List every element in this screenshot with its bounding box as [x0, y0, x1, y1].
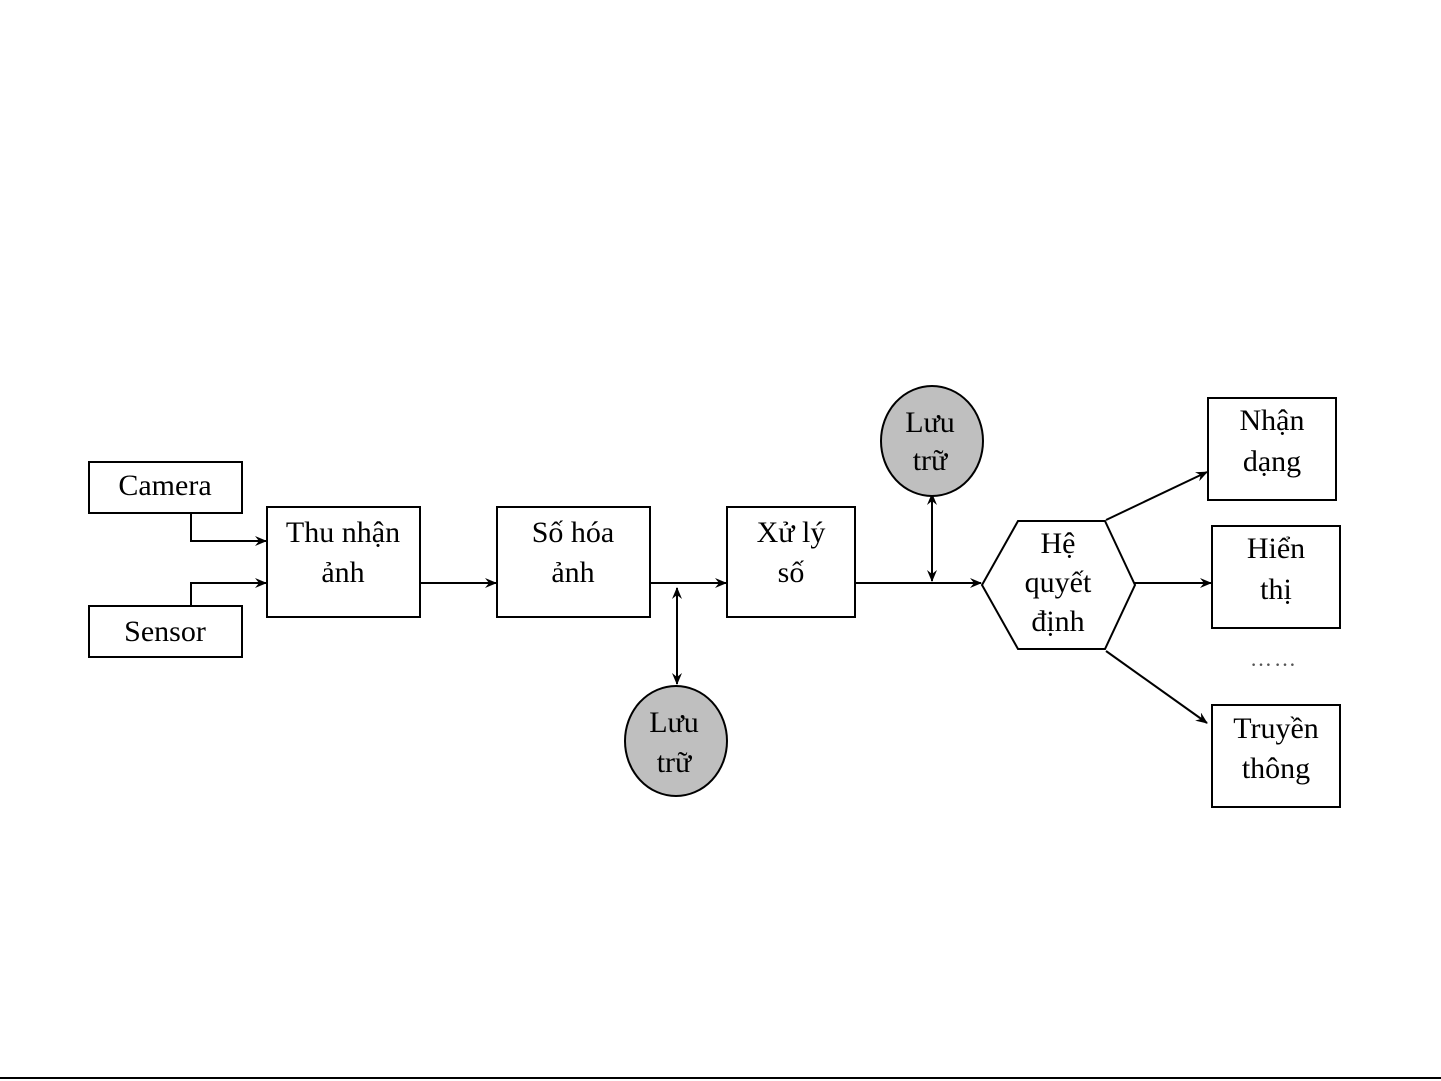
storage-bottom-label-line-1: Lưu — [649, 706, 699, 739]
decision-to-recognition-arrow — [1106, 472, 1207, 520]
sensor-to-acquisition-arrow — [191, 583, 266, 606]
display-node: Hiển thị — [1212, 526, 1340, 628]
decision-label-line-1: Hệ — [1041, 527, 1076, 560]
communication-node: Truyền thông — [1212, 705, 1340, 807]
storage-top-node: Lưu trữ — [881, 386, 983, 496]
camera-node: Camera — [89, 462, 242, 513]
more-outputs-ellipsis: …… — [1250, 646, 1298, 671]
recognition-node: Nhận dạng — [1208, 398, 1336, 500]
acquisition-label-line-1: Thu nhận — [286, 516, 400, 549]
digitization-label-line-2: ảnh — [551, 556, 594, 589]
processing-label-line-1: Xử lý — [757, 516, 826, 549]
communication-label-line-1: Truyền — [1233, 712, 1319, 745]
recognition-label-line-1: Nhận — [1240, 404, 1305, 437]
storage-bottom-label-line-2: trữ — [657, 746, 693, 779]
digitization-label-line-1: Số hóa — [532, 516, 615, 549]
decision-node: Hệ quyết định — [982, 521, 1135, 649]
display-label-line-1: Hiển — [1247, 532, 1305, 565]
storage-top-label-line-1: Lưu — [905, 406, 955, 439]
recognition-label-line-2: dạng — [1243, 445, 1301, 478]
processing-node: Xử lý số — [727, 507, 855, 617]
decision-label-line-3: định — [1031, 605, 1084, 638]
sensor-label: Sensor — [124, 615, 206, 648]
acquisition-node: Thu nhận ảnh — [267, 507, 420, 617]
camera-label: Camera — [118, 469, 211, 502]
processing-label-line-2: số — [778, 556, 805, 589]
communication-label-line-2: thông — [1242, 752, 1310, 785]
storage-top-label-line-2: trữ — [913, 444, 949, 477]
display-label-line-2: thị — [1260, 573, 1292, 606]
camera-to-acquisition-arrow — [191, 513, 266, 541]
sensor-node: Sensor — [89, 606, 242, 657]
decision-label-line-2: quyết — [1025, 566, 1092, 599]
decision-to-communication-arrow — [1106, 651, 1207, 723]
bottom-border-line — [0, 1077, 1441, 1079]
digitization-node: Số hóa ảnh — [497, 507, 650, 617]
storage-bottom-node: Lưu trữ — [625, 686, 727, 796]
acquisition-label-line-2: ảnh — [321, 556, 364, 589]
